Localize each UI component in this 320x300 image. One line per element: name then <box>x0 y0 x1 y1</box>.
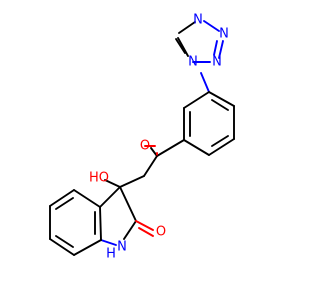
tetrazole-phenyl-bond <box>200 72 210 93</box>
benzo-bond-2 <box>49 189 75 207</box>
atom-label-lactam-oxygen: O <box>156 225 166 240</box>
atom-label-n4: N <box>188 55 198 70</box>
phenyl-inner-2 <box>211 135 229 147</box>
atom-label-n1: N <box>193 13 203 28</box>
atom-label-ketone-oxygen: O <box>140 139 150 154</box>
tetrazole-double-n2-n3 <box>213 40 218 56</box>
phenyl-inner-1 <box>211 99 229 111</box>
benzo-bond-1 <box>73 189 101 208</box>
atom-label-n3: N <box>212 55 222 70</box>
tetrazole-bond-n1-n2 <box>203 20 220 32</box>
molecule-structure: N N N N O HO O H N <box>49 13 235 262</box>
benzo-inner-1 <box>55 197 74 210</box>
lactam-carbonyl-double-bond <box>138 227 154 237</box>
oxindole-bond-n1-c7a <box>100 239 117 246</box>
benzo-bond-4 <box>49 238 75 256</box>
oxindole-bond-c2-n1 <box>123 220 137 240</box>
benzo-inner-2 <box>55 235 74 248</box>
atom-label-amide-nitrogen: N <box>117 240 127 255</box>
atom-label-n2: N <box>219 27 229 42</box>
carbonyl-to-ch2-bond <box>143 155 158 177</box>
phenyl-bond-1 <box>208 91 235 107</box>
oxindole-bond-c3-c2 <box>119 186 137 222</box>
atom-label-amide-hydrogen: H <box>106 247 116 262</box>
benzo-bond-5 <box>73 239 102 256</box>
ch2-to-quaternary-bond <box>119 175 145 188</box>
phenyl-bond-4 <box>183 139 210 156</box>
lactam-carbonyl-bond <box>135 220 154 231</box>
phenyl-bond-3 <box>208 138 235 156</box>
phenyl-to-carbonyl-bond <box>156 139 185 157</box>
phenyl-bond-6 <box>183 91 210 109</box>
tetrazole-bond-c-n1 <box>178 21 196 34</box>
molecule-canvas: N N N N O HO O H N <box>49 12 235 262</box>
atom-label-hydroxyl: HO <box>89 171 109 186</box>
tetrazole-bond-n2-n3 <box>218 40 224 59</box>
oxindole-bond-c7a-c3a <box>99 206 102 241</box>
carbonyl-c-to-o-bond <box>150 147 158 157</box>
oxindole-bond-c3a-c3 <box>99 186 121 208</box>
tetrazole-double-c-n4 <box>175 38 186 54</box>
quaternary-to-hydroxyl-bond <box>104 179 121 188</box>
tetrazole-bond-n4-c <box>177 37 189 57</box>
